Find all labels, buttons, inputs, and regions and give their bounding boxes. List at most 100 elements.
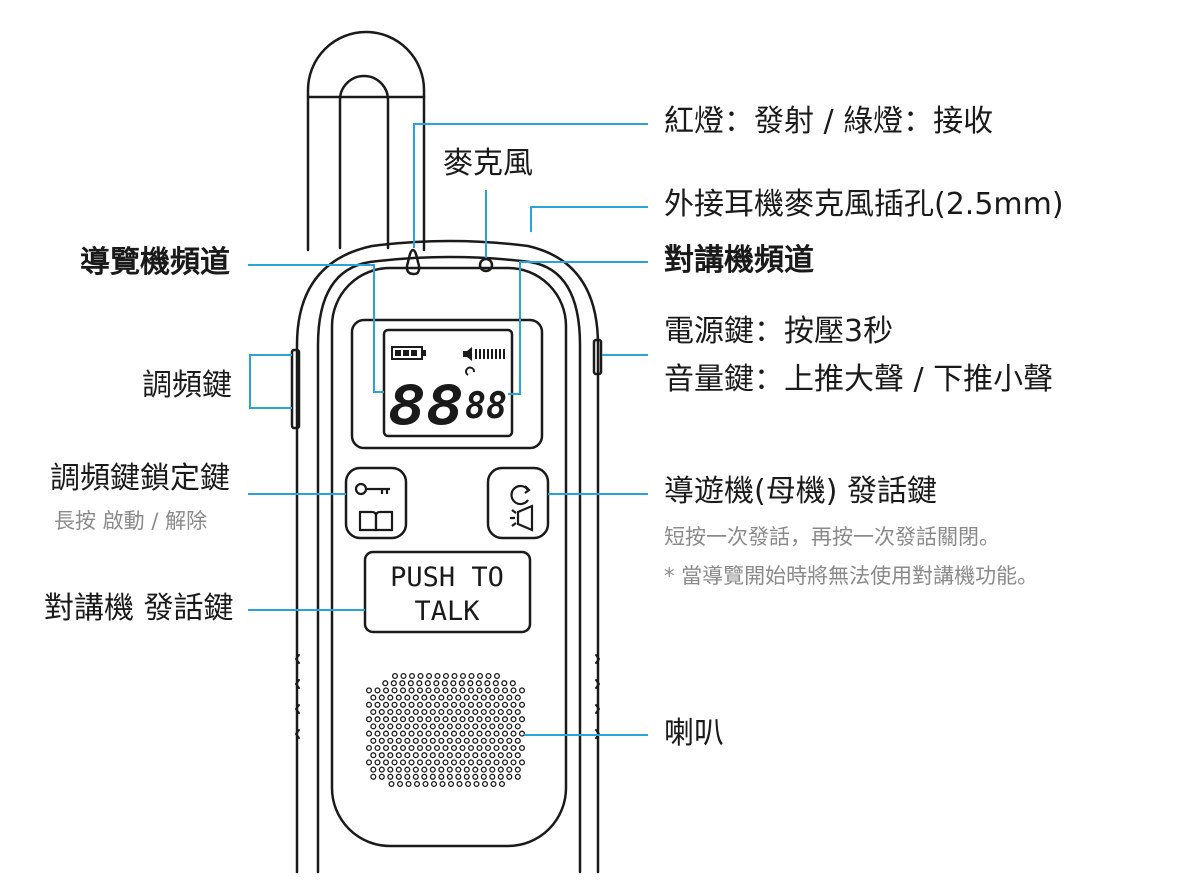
speaker-hole xyxy=(510,759,517,766)
ptt-label-line2: TALK xyxy=(414,596,480,627)
speaker-hole xyxy=(506,723,513,730)
power-volume-side-button[interactable] xyxy=(592,338,603,376)
speaker-hole xyxy=(476,730,483,737)
speaker-hole xyxy=(395,694,402,701)
speaker-hole xyxy=(484,759,492,766)
lock-key-button[interactable] xyxy=(344,466,408,540)
speaker-hole xyxy=(439,780,446,788)
speaker-hole xyxy=(408,687,415,694)
speaker-hole xyxy=(446,773,453,780)
speaker-hole xyxy=(463,694,470,701)
power-key-label: 電源鍵：按壓3秒 xyxy=(664,314,894,349)
speaker-hole xyxy=(429,752,436,759)
guide-talk-note-1: 短按一次發話，再按一次發話關閉。 xyxy=(664,525,1000,549)
speaker-hole xyxy=(506,773,513,780)
speaker-hole xyxy=(501,701,509,708)
speaker-hole xyxy=(455,708,462,716)
ptt-button[interactable] xyxy=(363,550,532,634)
speaker-hole xyxy=(472,723,479,730)
scan-icon xyxy=(465,366,475,376)
speaker-hole xyxy=(413,780,421,788)
speaker-hole xyxy=(472,752,479,759)
speaker-hole xyxy=(412,723,419,730)
lcd-content: 88 88 xyxy=(388,346,507,437)
speaker-hole xyxy=(467,687,475,694)
speaker-hole xyxy=(459,716,466,723)
speaker-hole xyxy=(390,680,397,687)
speaker-hole xyxy=(455,723,462,730)
speaker-hole xyxy=(472,766,479,773)
speaker-hole xyxy=(468,672,475,680)
speaker-hole xyxy=(518,744,526,752)
grip-ridges xyxy=(295,654,600,739)
speaker-hole xyxy=(374,744,381,752)
speaker-hole xyxy=(459,744,466,752)
speaker-hole xyxy=(514,708,521,716)
speaker-hole xyxy=(382,744,390,752)
speaker-hole xyxy=(492,680,499,687)
speaker-hole xyxy=(412,752,419,759)
speaker-hole xyxy=(429,723,436,730)
speaker-hole xyxy=(425,744,432,752)
speaker-hole xyxy=(378,737,385,744)
speaker-hole xyxy=(459,701,466,708)
lcd-sub-digits: 88 xyxy=(465,386,507,427)
speaker-hole xyxy=(472,708,479,716)
speaker-hole xyxy=(455,766,462,773)
speaker-hole xyxy=(493,672,501,680)
speaker-hole xyxy=(446,737,453,744)
intercom-talk-key-label: 對講機 發話鍵 xyxy=(44,591,234,626)
speaker-hole xyxy=(459,730,466,737)
speaker-hole xyxy=(464,780,472,788)
speaker-hole xyxy=(442,759,449,766)
speaker-hole xyxy=(442,687,449,694)
speaker-hole xyxy=(421,737,428,744)
speaker-hole xyxy=(455,752,462,759)
speaker-hole xyxy=(455,737,462,744)
tune-side-button[interactable] xyxy=(290,348,301,430)
speaker-hole xyxy=(425,730,432,737)
speaker-hole xyxy=(442,730,449,737)
speaker-hole xyxy=(421,752,428,759)
lcd-main-digits: 88 xyxy=(388,374,464,437)
speaker-hole xyxy=(510,701,517,708)
speaker-hole xyxy=(493,744,500,752)
speaker-hole xyxy=(387,752,394,759)
tune-lock-key-label: 調頻鍵鎖定鍵 xyxy=(50,461,230,496)
speaker-hole xyxy=(378,723,385,730)
speaker-hole xyxy=(395,737,402,744)
speaker-hole xyxy=(510,730,517,737)
speaker-hole xyxy=(497,752,504,759)
speaker-hole xyxy=(442,716,449,723)
led-label: 紅燈：發射 / 綠燈：接收 xyxy=(664,104,994,139)
guide-talk-key-button[interactable] xyxy=(486,466,550,540)
speaker-hole xyxy=(382,701,390,708)
speaker-hole xyxy=(378,752,385,759)
speaker-hole xyxy=(463,752,470,759)
speaker-hole xyxy=(387,694,394,701)
speaker-hole xyxy=(395,773,402,780)
speaker-hole xyxy=(438,752,445,759)
speaker-hole xyxy=(365,701,373,708)
speaker-hole xyxy=(387,773,394,780)
speaker-hole xyxy=(378,773,385,780)
speaker-label: 喇叭 xyxy=(664,716,724,751)
speaker-hole xyxy=(416,687,424,694)
speaker-hole xyxy=(446,723,453,730)
speaker-hole xyxy=(458,680,465,687)
speaker-hole xyxy=(484,716,492,723)
speaker-hole xyxy=(424,680,431,687)
speaker-hole xyxy=(365,687,373,694)
speaker-hole xyxy=(473,780,480,788)
speaker-hole xyxy=(498,780,506,788)
lcd-bezel xyxy=(350,318,544,450)
speaker-hole xyxy=(399,730,407,737)
antenna xyxy=(306,30,426,252)
speaker-hole xyxy=(387,723,394,730)
speaker-hole xyxy=(438,737,445,744)
speaker-hole xyxy=(506,708,513,716)
speaker-hole xyxy=(480,737,487,744)
speaker-hole xyxy=(497,766,504,773)
speaker-hole xyxy=(489,773,496,780)
